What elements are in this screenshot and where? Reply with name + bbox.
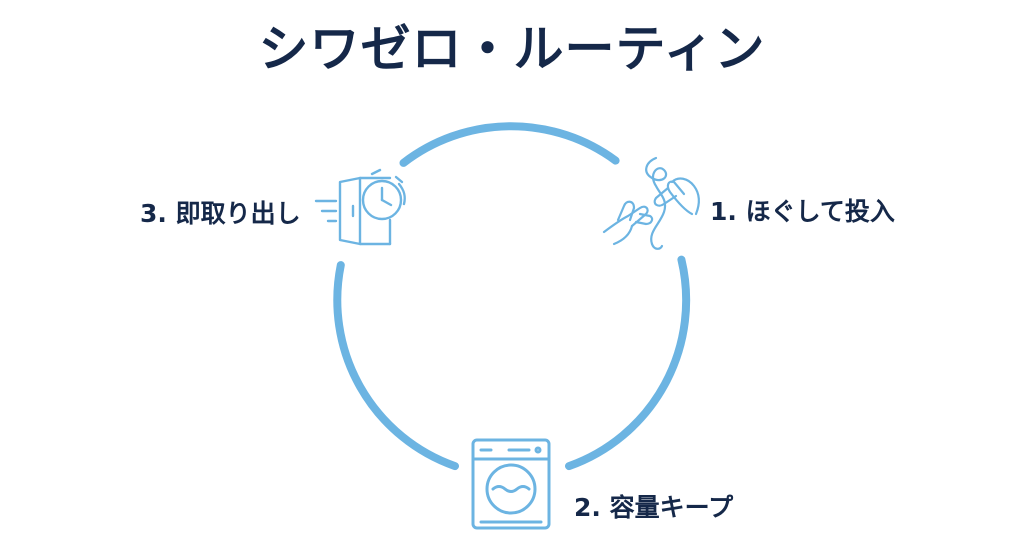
hands-untangling-icon bbox=[602, 156, 700, 250]
step-1-label: 1. ほぐして投入 bbox=[710, 197, 895, 226]
step-3-label: 3. 即取り出し bbox=[140, 199, 301, 228]
diagram-title: シワゼロ・ルーティン bbox=[258, 20, 766, 78]
washing-machine-icon bbox=[471, 438, 551, 530]
step-2-label: 2. 容量キープ bbox=[574, 493, 734, 522]
quick-door-timer-icon bbox=[314, 168, 406, 246]
cycle-arc-right bbox=[565, 255, 691, 471]
cycle-arc-left bbox=[333, 261, 459, 471]
cycle-arc-top bbox=[399, 122, 620, 167]
